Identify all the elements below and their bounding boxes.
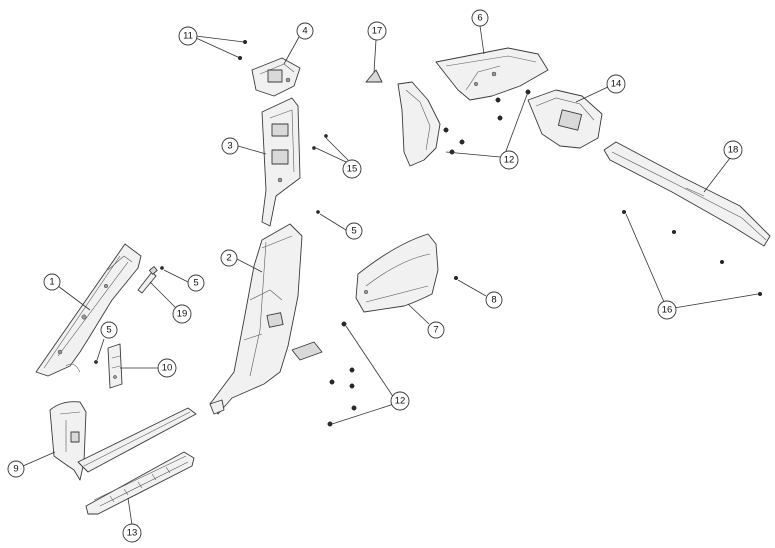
svg-text:8: 8: [491, 295, 496, 306]
callout-5-left: 5: [100, 321, 118, 339]
trim-cap: [365, 69, 383, 83]
svg-text:5: 5: [351, 226, 356, 237]
svg-text:18: 18: [728, 145, 739, 156]
callout-12-upper: 12: [499, 150, 519, 170]
svg-text:4: 4: [302, 26, 307, 37]
roof-side-rail: [603, 141, 771, 247]
callout-15: 15: [342, 159, 362, 179]
rear-lower-quarter-trim: [355, 233, 439, 313]
svg-text:11: 11: [183, 31, 193, 42]
svg-text:10: 10: [162, 363, 173, 374]
svg-text:13: 13: [127, 528, 138, 539]
svg-text:2: 2: [226, 253, 231, 264]
callout-4: 4: [296, 22, 314, 40]
fastener-group: [94, 39, 763, 427]
lower-pillar-trim: [49, 401, 87, 481]
callout-10: 10: [157, 358, 177, 378]
callout-18: 18: [723, 140, 743, 160]
a-pillar-trim: [35, 243, 142, 377]
callout-17: 17: [367, 21, 387, 41]
callout-16: 16: [657, 300, 677, 320]
callout-7: 7: [427, 321, 445, 339]
svg-text:7: 7: [433, 325, 438, 336]
small-bracket: [107, 343, 123, 389]
b-pillar-upper-trim: [261, 97, 301, 227]
svg-text:16: 16: [662, 305, 673, 316]
callout-2: 2: [220, 249, 238, 267]
svg-text:3: 3: [227, 141, 232, 152]
b-pillar-lower-trim: [209, 223, 323, 415]
callout-19: 19: [172, 304, 192, 324]
svg-text:17: 17: [372, 26, 383, 37]
svg-text:5: 5: [193, 278, 198, 289]
callout-12-lower: 12: [390, 391, 410, 411]
seat-belt-anchor-bracket: [251, 57, 301, 97]
svg-text:14: 14: [611, 79, 622, 90]
upper-quarter-trim: [435, 47, 549, 101]
callout-3: 3: [221, 137, 239, 155]
callout-9: 9: [7, 460, 25, 478]
callout-5-center: 5: [345, 222, 363, 240]
svg-text:12: 12: [504, 155, 515, 166]
svg-text:19: 19: [177, 309, 188, 320]
svg-text:12: 12: [395, 396, 406, 407]
callout-1: 1: [43, 273, 61, 291]
callout-14: 14: [606, 74, 626, 94]
callout-8: 8: [485, 291, 503, 309]
pillar-tether-clip: [137, 266, 158, 294]
lower-sill-trim: [85, 451, 195, 515]
svg-text:15: 15: [347, 164, 358, 175]
window-garnish: [397, 81, 441, 167]
callout-6: 6: [471, 9, 489, 27]
svg-text:6: 6: [477, 13, 482, 24]
leader-lines: [22, 25, 759, 526]
svg-text:5: 5: [106, 325, 111, 336]
svg-text:9: 9: [13, 464, 18, 475]
callout-13: 13: [122, 523, 142, 543]
sill-scuff-plate: [77, 407, 197, 473]
svg-text:1: 1: [49, 277, 54, 288]
callout-11: 11: [178, 26, 198, 46]
rear-quarter-bracket: [527, 89, 603, 149]
callout-5-right: 5: [187, 274, 205, 292]
